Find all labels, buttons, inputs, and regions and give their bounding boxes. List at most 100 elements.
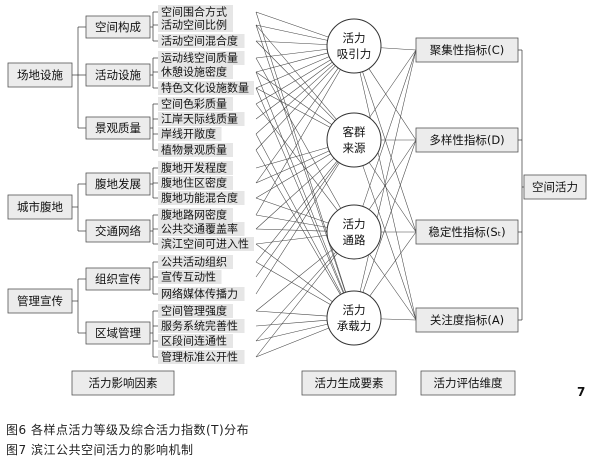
factor-item-16: 滨江空间可进入性 xyxy=(158,237,254,251)
factor-item-label: 区段间连通性 xyxy=(161,334,227,348)
evaluation-indicator-3: 稳定性指标(Sₜ) xyxy=(415,219,519,245)
factor-subcategory-label: 活动设施 xyxy=(95,68,141,82)
factor-item-20: 空间管理强度 xyxy=(158,304,233,318)
generation-element-label: 来源 xyxy=(343,141,366,155)
generation-element-label: 活力 xyxy=(343,31,366,45)
factor-item-label: 岸线开敞度 xyxy=(161,127,216,141)
factor-subcategory-4: 腹地发展 xyxy=(85,172,151,196)
factor-item-label: 活动空间比例 xyxy=(161,18,227,32)
factor-item-19: 网络媒体传播力 xyxy=(158,287,245,301)
factor-item-label: 公共交通覆盖率 xyxy=(161,222,238,236)
generation-element-label: 吸引力 xyxy=(337,47,372,61)
factor-item-label: 空间管理强度 xyxy=(161,304,227,318)
factor-item-label: 运动线空间质量 xyxy=(161,51,238,65)
factor-item-label: 网络媒体传播力 xyxy=(161,287,238,301)
factor-item-label: 宣传互动性 xyxy=(161,270,216,284)
factor-subcategory-6: 组织宣传 xyxy=(85,267,151,291)
factor-item-label: 活动空间混合度 xyxy=(161,34,238,48)
factor-subcategory-3: 景观质量 xyxy=(85,116,151,140)
dimension-label-text: 活力影响因素 xyxy=(89,376,158,390)
factor-item-5: 休憩设施密度 xyxy=(158,65,233,79)
factor-item-label: 腹地开发程度 xyxy=(161,161,227,175)
factor-item-9: 岸线开敞度 xyxy=(158,127,222,141)
generation-element-label: 活力 xyxy=(343,217,366,231)
factor-item-17: 公共活动组织 xyxy=(158,255,233,269)
dimension-label-text: 活力评估维度 xyxy=(434,376,503,390)
factor-item-label: 滨江空间可进入性 xyxy=(161,237,249,251)
factor-item-4: 运动线空间质量 xyxy=(158,51,245,65)
factor-item-22: 区段间连通性 xyxy=(158,334,233,348)
factor-category-label: 管理宣传 xyxy=(17,294,63,308)
factor-subcategory-label: 区域管理 xyxy=(95,326,141,340)
factor-category-2: 城市腹地 xyxy=(7,194,73,220)
target-vitality-label: 空间活力 xyxy=(532,180,578,194)
factor-subcategory-2: 活动设施 xyxy=(85,63,151,87)
factor-item-15: 公共交通覆盖率 xyxy=(158,222,245,236)
factor-item-label: 腹地功能混合度 xyxy=(161,191,238,205)
evaluation-indicator-label: 多样性指标(D) xyxy=(429,133,504,147)
generation-element-label: 承载力 xyxy=(337,319,372,333)
factor-subcategory-5: 交通网络 xyxy=(85,219,151,243)
factor-item-label: 植物景观质量 xyxy=(161,143,227,157)
factor-item-label: 空间围合方式 xyxy=(161,5,227,19)
factor-item-label: 特色文化设施数量 xyxy=(161,81,249,95)
factor-item-11: 腹地开发程度 xyxy=(158,161,233,175)
factor-item-18: 宣传互动性 xyxy=(158,270,222,284)
dimension-label-text: 活力生成要素 xyxy=(315,376,384,390)
factor-item-6: 特色文化设施数量 xyxy=(158,81,254,95)
factor-item-21: 服务系统完善性 xyxy=(158,319,245,333)
factor-item-7: 空间色彩质量 xyxy=(158,97,233,111)
factor-item-2: 活动空间比例 xyxy=(158,18,233,32)
factor-category-3: 管理宣传 xyxy=(7,288,73,314)
page-number: 7 xyxy=(577,385,586,399)
factor-subcategory-label: 组织宣传 xyxy=(95,272,141,286)
evaluation-indicator-4: 关注度指标(A) xyxy=(415,307,519,333)
factor-subcategory-label: 交通网络 xyxy=(95,224,141,238)
factor-subcategory-7: 区域管理 xyxy=(85,321,151,345)
factor-item-1: 空间围合方式 xyxy=(158,5,233,19)
factor-item-8: 江岸天际线质量 xyxy=(158,112,245,126)
generation-element-label: 活力 xyxy=(343,303,366,317)
factor-item-13: 腹地功能混合度 xyxy=(158,191,245,205)
evaluation-indicator-label: 聚集性指标(C) xyxy=(430,43,505,57)
dimension-label-1: 活力影响因素 xyxy=(71,370,175,396)
generation-element-label: 客群 xyxy=(343,125,366,139)
generation-element-label: 通路 xyxy=(343,233,366,247)
connector-lines xyxy=(72,11,524,358)
factor-item-label: 服务系统完善性 xyxy=(161,319,238,333)
factor-item-label: 空间色彩质量 xyxy=(161,97,227,111)
factor-item-14: 腹地路网密度 xyxy=(158,208,233,222)
factor-subcategory-label: 空间构成 xyxy=(95,20,141,34)
factor-subcategory-label: 腹地发展 xyxy=(95,177,141,191)
factor-category-1: 场地设施 xyxy=(7,62,73,88)
figure-caption-7: 图7 滨江公共空间活力的影响机制 xyxy=(6,443,194,457)
evaluation-indicator-1: 聚集性指标(C) xyxy=(415,37,519,63)
factor-item-label: 江岸天际线质量 xyxy=(161,112,238,126)
factor-category-label: 场地设施 xyxy=(17,68,63,82)
target-vitality: 空间活力 xyxy=(523,174,587,200)
factor-item-label: 腹地住区密度 xyxy=(161,176,227,190)
factor-item-label: 管理标准公开性 xyxy=(161,350,238,364)
factor-item-23: 管理标准公开性 xyxy=(158,350,245,364)
factor-subcategory-1: 空间构成 xyxy=(85,15,151,39)
dimension-label-2: 活力生成要素 xyxy=(301,370,397,396)
factor-item-12: 腹地住区密度 xyxy=(158,176,233,190)
figure-caption-6: 图6 各样点活力等级及综合活力指数(T)分布 xyxy=(6,423,250,437)
factor-category-label: 城市腹地 xyxy=(17,200,63,214)
evaluation-indicator-label: 稳定性指标(Sₜ) xyxy=(428,225,505,239)
factor-item-label: 休憩设施密度 xyxy=(161,65,227,79)
evaluation-indicator-2: 多样性指标(D) xyxy=(415,127,519,153)
factor-subcategory-label: 景观质量 xyxy=(95,121,141,135)
dimension-label-3: 活力评估维度 xyxy=(420,370,516,396)
evaluation-indicator-label: 关注度指标(A) xyxy=(430,313,504,327)
factor-item-label: 公共活动组织 xyxy=(161,255,227,269)
factor-item-10: 植物景观质量 xyxy=(158,143,233,157)
factor-item-3: 活动空间混合度 xyxy=(158,34,245,48)
factor-item-label: 腹地路网密度 xyxy=(161,208,227,222)
